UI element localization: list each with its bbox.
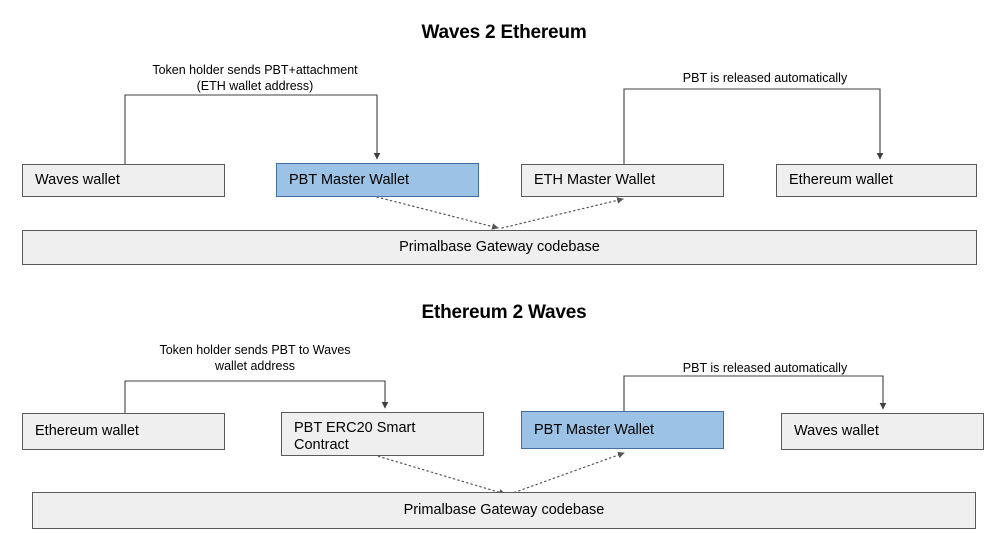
node-label: Primalbase Gateway codebase: [399, 239, 600, 255]
node-pbt-erc20-smart-contract[interactable]: PBT ERC20 Smart Contract: [281, 412, 484, 456]
node-gateway-codebase-top[interactable]: Primalbase Gateway codebase: [22, 230, 977, 265]
connector-eth-master-to-ethereum: [623, 88, 884, 165]
connector-codebase-to-eth-master-top: [501, 197, 624, 229]
section-title-waves-2-ethereum: Waves 2 Ethereum: [421, 22, 587, 43]
connector-pbt-master-to-codebase-top: [376, 196, 499, 230]
edge-label-token-holder-sends-pbt-to-waves: Token holder sends PBT to Waves wallet a…: [159, 343, 351, 373]
edge-label-pbt-released-automatically-top: PBT is released automatically: [682, 71, 848, 85]
node-waves-wallet-bottom[interactable]: Waves wallet: [781, 413, 984, 450]
node-label: PBT ERC20 Smart Contract: [294, 420, 416, 453]
node-ethereum-wallet-bottom[interactable]: Ethereum wallet: [22, 413, 225, 450]
node-label: Waves wallet: [794, 423, 879, 439]
connector-erc20-to-codebase-bottom: [373, 454, 506, 496]
edge-label-pbt-released-automatically-bottom: PBT is released automatically: [682, 361, 848, 375]
node-label: PBT Master Wallet: [534, 421, 655, 438]
node-label: Ethereum wallet: [789, 172, 893, 188]
node-ethereum-wallet-top[interactable]: Ethereum wallet: [776, 164, 977, 197]
node-label: PBT Master Wallet: [289, 171, 410, 188]
node-label: Primalbase Gateway codebase: [403, 502, 605, 518]
node-label: Waves wallet: [35, 172, 120, 188]
node-pbt-master-wallet-bottom[interactable]: PBT Master Wallet: [521, 411, 724, 449]
connector-codebase-to-pbt-master-bottom: [509, 451, 625, 495]
edge-label-token-holder-sends-pbt-attachment: Token holder sends PBT+attachment (ETH w…: [152, 63, 358, 93]
connector-waves-to-pbt-master: [124, 94, 381, 165]
connector-ethereum-to-erc20: [124, 380, 389, 414]
section-title-ethereum-2-waves: Ethereum 2 Waves: [421, 302, 587, 323]
node-pbt-master-wallet-top[interactable]: PBT Master Wallet: [276, 163, 479, 197]
node-label: ETH Master Wallet: [534, 172, 656, 188]
node-waves-wallet-top[interactable]: Waves wallet: [22, 164, 225, 197]
node-gateway-codebase-bottom[interactable]: Primalbase Gateway codebase: [32, 492, 976, 529]
node-eth-master-wallet-top[interactable]: ETH Master Wallet: [521, 164, 724, 197]
node-label: Ethereum wallet: [35, 423, 139, 439]
connector-pbt-master-to-waves-bottom: [623, 375, 887, 414]
